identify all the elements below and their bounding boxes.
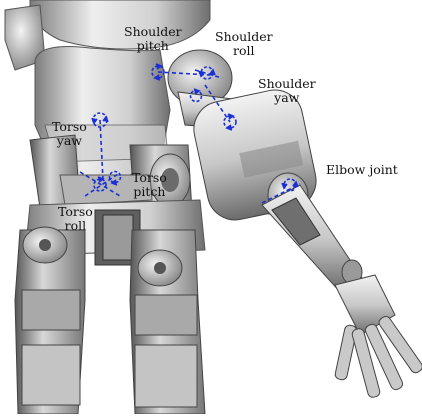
label-shoulder-roll: Shoulder roll [215,30,273,58]
label-torso-roll-line1: Torso [58,205,93,219]
label-elbow-joint: Elbow joint [326,163,398,177]
robot-left-leg [15,227,85,414]
label-torso-yaw-line1: Torso [52,120,87,134]
label-shoulder-pitch-line2: pitch [124,39,182,53]
label-shoulder-pitch: Shoulder pitch [124,25,182,53]
label-shoulder-roll-line2: roll [215,44,273,58]
label-shoulder-yaw-line2: yaw [258,91,316,105]
robot-hand [334,275,422,398]
label-shoulder-roll-line1: Shoulder [215,30,273,44]
label-shoulder-yaw: Shoulder yaw [258,77,316,105]
label-shoulder-yaw-line1: Shoulder [258,77,316,91]
label-torso-pitch-line1: Torso [132,171,167,185]
robot-right-leg [130,230,205,414]
label-torso-pitch: Torso pitch [132,171,167,199]
label-torso-yaw-line2: yaw [52,134,87,148]
label-torso-roll: Torso roll [58,205,93,233]
label-torso-yaw: Torso yaw [52,120,87,148]
label-shoulder-pitch-line1: Shoulder [124,25,182,39]
label-elbow-joint-text: Elbow joint [326,163,398,177]
label-torso-pitch-line2: pitch [132,185,167,199]
label-torso-roll-line2: roll [58,219,93,233]
